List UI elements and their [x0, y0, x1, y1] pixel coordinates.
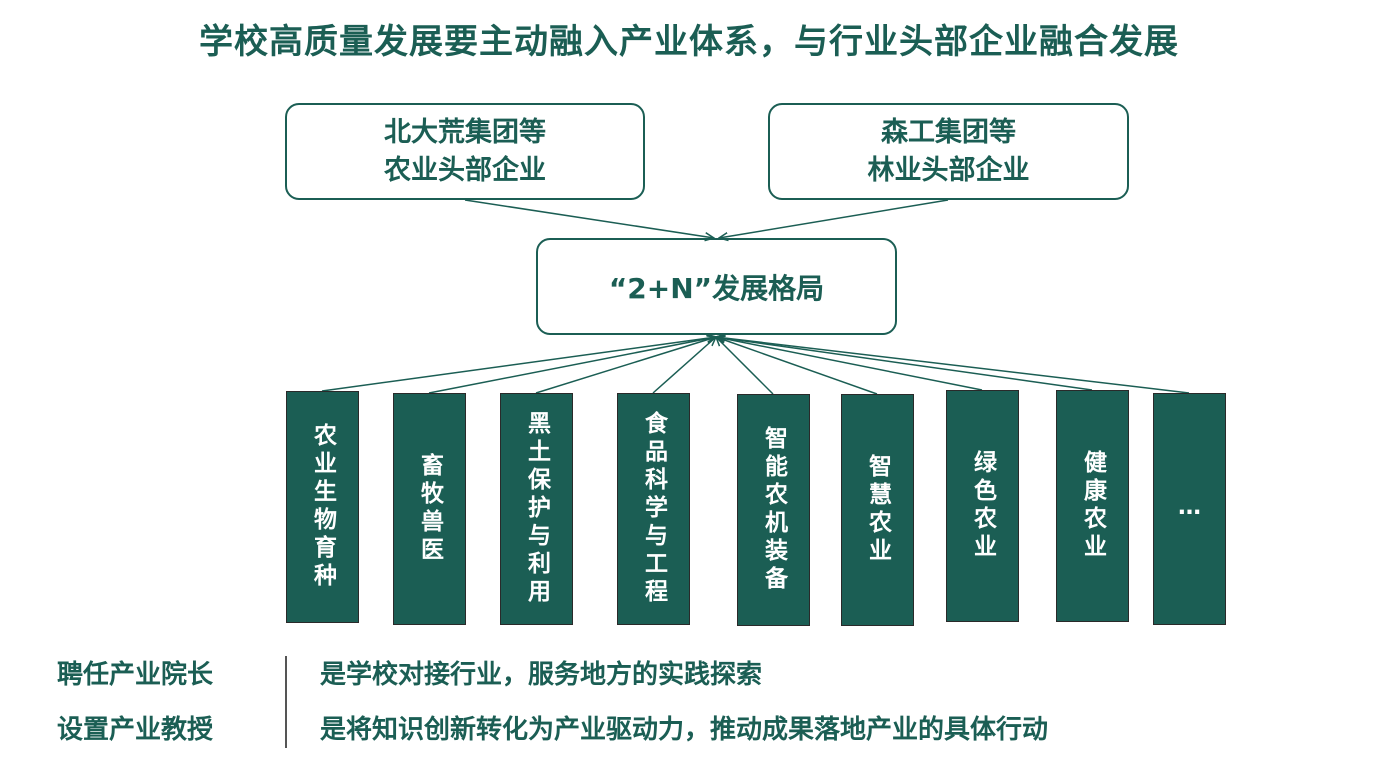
field-column-label: 黑土保护与利用: [523, 411, 550, 607]
enterprise-box-forestry: 森工集团等 林业头部企业: [768, 103, 1129, 200]
arrow-col-7: [716, 337, 983, 391]
development-pattern-label: “2+N”发展格局: [608, 271, 825, 305]
arrow-col-5: [716, 337, 774, 395]
field-column-label: 农业生物育种: [309, 423, 336, 591]
enterprise-box-agriculture: 北大荒集团等 农业头部企业: [285, 103, 645, 200]
arrow-col-6: [716, 337, 878, 395]
field-column-blacksoil: 黑土保护与利用: [500, 393, 573, 625]
field-column-label: …: [1176, 493, 1203, 525]
field-column-label: 绿色农业: [969, 450, 996, 562]
field-column-biobreeding: 农业生物育种: [286, 391, 359, 623]
arrow-right-to-center: [719, 199, 949, 238]
arrow-col-8: [716, 337, 1093, 391]
field-column-veterinary: 畜牧兽医: [393, 393, 466, 625]
enterprise-box-line2: 农业头部企业: [384, 154, 546, 186]
field-column-food-science: 食品科学与工程: [617, 393, 690, 625]
arrow-col-9: [716, 337, 1190, 394]
field-column-label: 食品科学与工程: [640, 411, 667, 607]
arrow-col-2: [428, 337, 716, 394]
field-column-label: 畜牧兽医: [416, 453, 443, 565]
arrow-left-to-center: [464, 199, 714, 238]
enterprise-box-line2: 林业头部企业: [867, 154, 1030, 186]
field-column-more: …: [1153, 393, 1226, 625]
arrow-col-1: [321, 337, 716, 392]
enterprise-box-line1: 北大荒集团等: [384, 116, 546, 148]
arrow-col-3: [535, 337, 716, 394]
footer-label-industry-dean: 聘任产业院长: [57, 660, 214, 690]
footer-text-industry-dean: 是学校对接行业，服务地方的实践探索: [320, 660, 763, 690]
page-title: 学校高质量发展要主动融入产业体系，与行业头部企业融合发展: [199, 22, 1179, 62]
footer-text-industry-professor: 是将知识创新转化为产业驱动力，推动成果落地产业的具体行动: [320, 715, 1049, 745]
field-column-label: 智能农机装备: [760, 426, 787, 594]
arrow-col-4: [652, 337, 716, 394]
footer-divider: [285, 656, 287, 748]
field-column-label: 健康农业: [1079, 450, 1106, 562]
field-column-label: 智慧农业: [864, 454, 891, 566]
field-column-green-agriculture: 绿色农业: [946, 390, 1019, 622]
field-column-health-agriculture: 健康农业: [1056, 390, 1129, 622]
field-column-smart-machinery: 智能农机装备: [737, 394, 810, 626]
development-pattern-box: “2+N”发展格局: [536, 238, 897, 335]
enterprise-box-line1: 森工集团等: [881, 116, 1016, 148]
footer-label-industry-professor: 设置产业教授: [57, 715, 214, 745]
field-column-smart-agriculture: 智慧农业: [841, 394, 914, 626]
